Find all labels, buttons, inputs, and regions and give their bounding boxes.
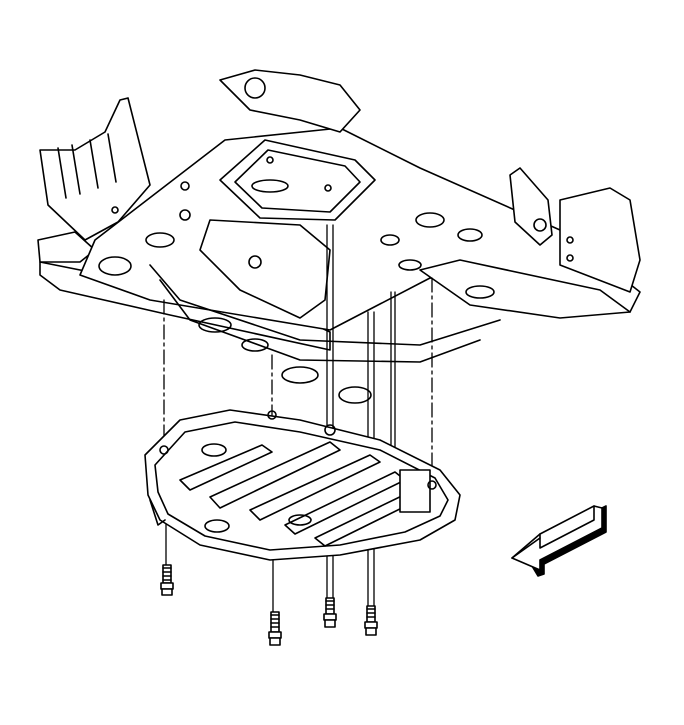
bolt-1 xyxy=(160,564,174,596)
bolt-3 xyxy=(323,597,337,628)
skid-plate-shield xyxy=(144,409,461,561)
front-direction-arrow-icon xyxy=(511,505,607,577)
alignment-lines xyxy=(163,277,433,469)
bolt-2 xyxy=(268,611,282,646)
mounting-bolts xyxy=(160,564,378,646)
bolt-4 xyxy=(364,605,378,636)
vehicle-underbody-frame xyxy=(37,69,641,404)
